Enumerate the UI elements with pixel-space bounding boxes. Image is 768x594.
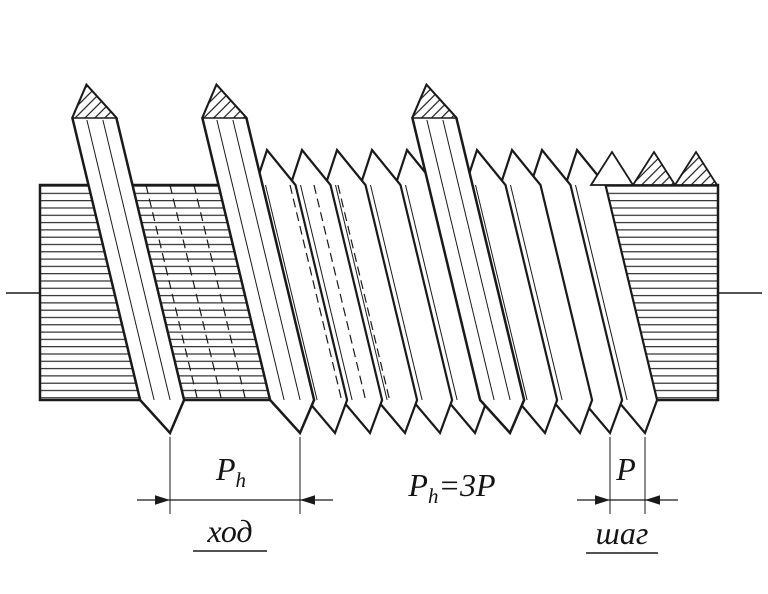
dimension-lead: Ph ход (137, 437, 333, 552)
hidden-helix-dash (337, 184, 391, 401)
end-tooth (631, 150, 677, 186)
thread-end-strips-layer (71, 82, 526, 436)
arrowhead (155, 495, 170, 505)
thread-tip-hatch (411, 83, 459, 119)
thread-flank-line (575, 184, 628, 401)
dimension-pitch: P шаг (577, 437, 678, 554)
lead-pitch-relation: Ph=3P (407, 467, 495, 508)
end-tooth (589, 150, 635, 186)
thread-end-strip (411, 82, 526, 436)
thread-flank-line (300, 184, 353, 401)
thread-end-edge-line (216, 119, 285, 401)
arrowhead (300, 495, 315, 505)
hidden-helix-dash (289, 184, 343, 401)
arrowhead (645, 495, 660, 505)
hidden-helix-dash (313, 184, 367, 401)
hidden-helix-dash (169, 184, 223, 401)
lead-symbol: Ph (215, 451, 246, 492)
lead-symbol-sub: h (236, 468, 247, 492)
hidden-helix-dash (145, 184, 199, 401)
thread-flank-line (475, 184, 528, 401)
thread-end-edge-line (232, 119, 301, 401)
pitch-symbol: P (615, 451, 636, 487)
thread-flank-line (370, 184, 423, 401)
relation-symbol: P (407, 467, 428, 503)
relation-sub: h (428, 484, 439, 508)
hidden-helix-dash (193, 184, 247, 401)
thread-flank-line (405, 184, 458, 401)
thread-end-strip (71, 82, 186, 436)
thread-end-edge-line (426, 119, 495, 401)
thread-end-edge-line (86, 119, 155, 401)
thread-end-strip (201, 82, 316, 436)
relation-rest: =3P (438, 467, 495, 503)
thread-end-edge-line (102, 119, 171, 401)
thread-tip-hatch (201, 83, 249, 119)
thread-tip-hatch (71, 83, 119, 119)
thread-end-edge-line (442, 119, 511, 401)
thread-flank-line (265, 184, 318, 401)
lead-caption: ход (206, 513, 252, 549)
thread-flank-line (510, 184, 563, 401)
thread-bands-layer (254, 147, 659, 436)
thread-flank-line (335, 184, 388, 401)
arrowhead (595, 495, 610, 505)
end-tooth (673, 150, 719, 186)
hidden-helix-dashes-layer (145, 184, 391, 401)
pitch-caption: шаг (596, 515, 649, 551)
end-teeth-layer (589, 150, 719, 186)
lead-symbol-main: P (215, 451, 236, 487)
